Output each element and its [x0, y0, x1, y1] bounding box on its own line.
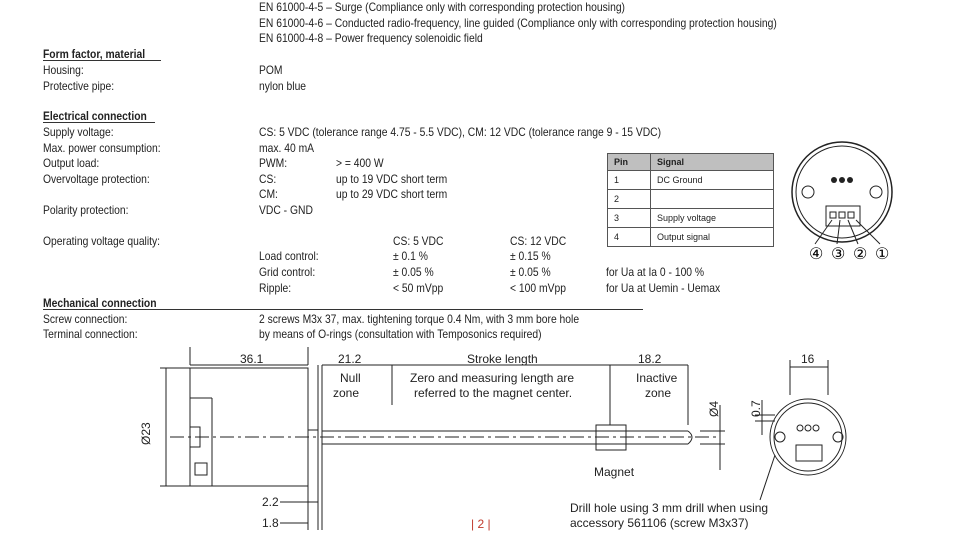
- dimension-drawing: 36.1 21.2 Stroke length 18.2 16 Null zon…: [139, 347, 847, 530]
- dia-23: Ø23: [139, 422, 153, 445]
- pin-signal-table: Pin Signal 1 DC Ground 2 3 Supply voltag…: [607, 153, 774, 247]
- magnet-label: Magnet: [594, 465, 635, 479]
- dim-18-2: 18.2: [638, 352, 662, 366]
- inactive-zone-label: zone: [645, 386, 671, 400]
- dim-21-2: 21.2: [338, 352, 362, 366]
- pin-2-label: ②: [853, 246, 867, 263]
- cm-value: up to 29 VDC short term: [336, 187, 448, 201]
- emc-line: EN 61000-4-6 – Conducted radio-frequency…: [259, 16, 777, 30]
- pipe-label: Protective pipe:: [43, 79, 115, 93]
- pin-header: Pin: [607, 153, 651, 171]
- pwm-label: PWM:: [259, 156, 288, 170]
- dim-0-7: 0.7: [749, 400, 763, 417]
- sensor-housing: [189, 367, 309, 487]
- pin-1-label: ①: [875, 246, 889, 263]
- polarity-label: Polarity protection:: [43, 203, 129, 217]
- power-value: max. 40 mA: [259, 141, 315, 155]
- drill-note: accessory 561106 (screw M3x37): [570, 516, 749, 530]
- grid-control-note: for Ua at Uemin - Uemax: [606, 281, 721, 295]
- quality-col-cs: CS: 5 VDC: [393, 234, 444, 248]
- grid-control-cm: ± 0.05 %: [510, 265, 551, 279]
- cs-label: CS:: [259, 172, 277, 186]
- load-control-note: for Ua at Ia 0 - 100 %: [606, 265, 705, 279]
- dim-stroke-length: Stroke length: [467, 352, 538, 366]
- heading-underline: [43, 122, 155, 123]
- section-heading-electrical: Electrical connection: [43, 109, 147, 123]
- end-view-circle: [769, 398, 847, 476]
- housing-label: Housing:: [43, 63, 84, 77]
- dim-16: 16: [801, 352, 815, 366]
- table-header-row: Pin Signal: [607, 153, 774, 171]
- table-row: 2: [607, 189, 774, 209]
- housing-value: POM: [259, 63, 283, 77]
- dim-2-2: 2.2: [262, 495, 279, 509]
- load-control-label: Load control:: [259, 249, 319, 263]
- pwm-value: > = 400 W: [336, 156, 384, 170]
- drill-note: Drill hole using 3 mm drill when using: [570, 501, 768, 515]
- screw-label: Screw connection:: [43, 312, 128, 326]
- load-control-cs: ± 0.1 %: [393, 249, 428, 263]
- heading-underline: [43, 309, 643, 310]
- pin-cell: 3: [607, 208, 651, 228]
- signal-cell: Supply voltage: [650, 208, 774, 228]
- heading-underline: [43, 60, 161, 61]
- supply-value: CS: 5 VDC (tolerance range 4.75 - 5.5 VD…: [259, 125, 662, 139]
- ripple-cs: < 50 mVpp: [393, 281, 444, 295]
- inactive-zone-label: Inactive: [636, 371, 678, 385]
- section-heading-mechanical: Mechanical connection: [43, 296, 157, 310]
- signal-cell: DC Ground: [650, 170, 774, 190]
- dim-36-1: 36.1: [240, 352, 264, 366]
- pipe-value: nylon blue: [259, 79, 307, 93]
- terminal-value: by means of O-rings (consultation with T…: [259, 327, 542, 341]
- pin-cell: 1: [607, 170, 651, 190]
- cm-label: CM:: [259, 187, 278, 201]
- signal-header: Signal: [650, 153, 774, 171]
- dia-4: Ø4: [707, 401, 721, 417]
- pin-3-label: ③: [831, 246, 845, 263]
- pin-cell: 2: [607, 189, 651, 209]
- zero-note: referred to the magnet center.: [414, 386, 572, 400]
- zero-note: Zero and measuring length are: [410, 371, 574, 385]
- connector-face-illustration: ④ ③ ② ①: [791, 141, 893, 263]
- table-row: 3 Supply voltage: [607, 208, 774, 228]
- emc-line: EN 61000-4-5 – Surge (Compliance only wi…: [259, 0, 625, 14]
- table-row: 1 DC Ground: [607, 170, 774, 190]
- screw-value: 2 screws M3x 37, max. tightening torque …: [259, 312, 580, 326]
- supply-label: Supply voltage:: [43, 125, 114, 139]
- overvoltage-label: Overvoltage protection:: [43, 172, 150, 186]
- section-heading-form-factor: Form factor, material: [43, 47, 146, 61]
- quality-col-cm: CS: 12 VDC: [510, 234, 567, 248]
- null-zone-label: Null: [340, 371, 361, 385]
- output-label: Output load:: [43, 156, 100, 170]
- pin-4-label: ④: [809, 246, 823, 263]
- polarity-value: VDC - GND: [259, 203, 313, 217]
- grid-control-label: Grid control:: [259, 265, 316, 279]
- ripple-label: Ripple:: [259, 281, 292, 295]
- null-zone-label: zone: [333, 386, 359, 400]
- table-row: 4 Output signal: [607, 227, 774, 247]
- grid-control-cs: ± 0.05 %: [393, 265, 434, 279]
- terminal-label: Terminal connection:: [43, 327, 138, 341]
- pin-cell: 4: [607, 227, 651, 247]
- power-label: Max. power consumption:: [43, 141, 161, 155]
- cs-value: up to 19 VDC short term: [336, 172, 448, 186]
- signal-cell: [650, 189, 774, 209]
- page-number: | 2 |: [471, 517, 491, 531]
- signal-cell: Output signal: [650, 227, 774, 247]
- ripple-cm: < 100 mVpp: [510, 281, 566, 295]
- quality-label: Operating voltage quality:: [43, 234, 161, 248]
- load-control-cm: ± 0.15 %: [510, 249, 551, 263]
- dim-1-8: 1.8: [262, 516, 279, 530]
- emc-line: EN 61000-4-8 – Power frequency solenoidi…: [259, 31, 483, 45]
